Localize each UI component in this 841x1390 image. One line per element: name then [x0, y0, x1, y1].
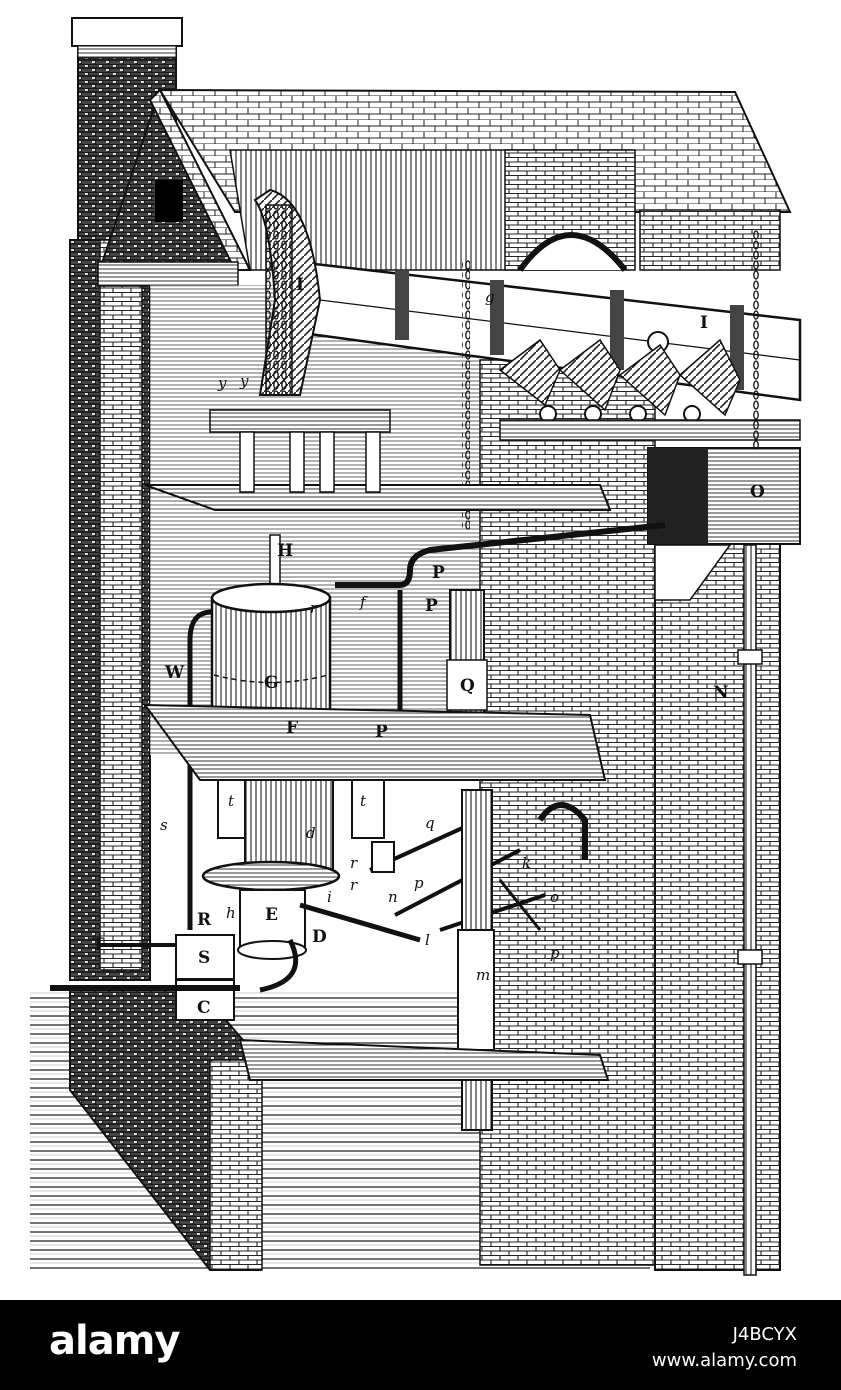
- label-i: i: [327, 888, 332, 906]
- lower-floor: [238, 1038, 610, 1081]
- label-d-big: D: [312, 927, 327, 947]
- label-r-upper: r: [310, 599, 318, 617]
- pump-boxes: [50, 934, 299, 1021]
- label-n: N: [713, 683, 729, 703]
- label-i-left: I: [296, 275, 304, 295]
- valve-gear-linkage: [299, 802, 588, 943]
- label-t1: t: [228, 792, 235, 810]
- label-e: E: [265, 905, 278, 925]
- label-o: O: [750, 482, 765, 502]
- chain-left: [462, 260, 470, 530]
- label-r-big: R: [197, 910, 212, 930]
- label-q: Q: [460, 676, 475, 696]
- label-p-low: P: [375, 722, 388, 742]
- image-id: J4BCYX: [732, 1324, 797, 1345]
- label-m: m: [476, 966, 490, 984]
- label-p-lower: p: [414, 874, 424, 892]
- label-f-cyl: F: [286, 718, 298, 738]
- steam-pipe: [335, 522, 666, 588]
- label-p-top: P: [432, 563, 445, 583]
- main-beam: [278, 258, 802, 441]
- pipe-n: [737, 544, 763, 1276]
- label-l: l: [425, 931, 430, 949]
- label-t2: t: [360, 792, 367, 810]
- chain-right: [752, 230, 760, 450]
- label-r2: r: [350, 876, 358, 894]
- watermark-url: www.alamy.com: [651, 1350, 797, 1371]
- label-p-bottom: p: [550, 944, 560, 962]
- label-f: f: [359, 593, 368, 611]
- label-w: W: [164, 663, 185, 683]
- label-y1: y: [217, 374, 227, 392]
- label-h-lower: h: [226, 904, 236, 922]
- engine-house-engraving: I g I y y O H P r f P Q W G F P N t t s …: [30, 17, 802, 1276]
- diagram-letters: I g I y y O H P r f P Q W G F P N t t s …: [92, 275, 765, 1018]
- watermark-bar: alamy J4BCYX www.alamy.com: [0, 1300, 841, 1390]
- label-p-mid: P: [425, 596, 438, 616]
- label-n-lower: n: [388, 888, 398, 906]
- label-h: H: [277, 541, 293, 561]
- alamy-logo: alamy: [49, 1318, 180, 1364]
- label-g-upper: g: [485, 288, 495, 306]
- valve-m: [457, 929, 495, 1051]
- label-q-lower: q: [425, 814, 435, 832]
- label-s-box: S: [198, 948, 210, 968]
- upper-floor: [144, 409, 612, 511]
- label-t: T: [92, 935, 105, 955]
- label-c: C: [197, 998, 211, 1018]
- arch-head-chain: [253, 188, 322, 396]
- label-o-lower: o: [550, 888, 559, 906]
- label-g: G: [264, 673, 279, 693]
- label-d: d: [306, 824, 316, 842]
- label-s: s: [160, 816, 168, 834]
- label-i-right: I: [700, 313, 708, 333]
- pipe-w: [187, 609, 213, 930]
- label-r1: r: [350, 854, 358, 872]
- counterweight-block: [647, 447, 801, 545]
- label-k: k: [522, 854, 531, 872]
- condenser: [201, 779, 341, 960]
- label-y2: y: [239, 372, 249, 390]
